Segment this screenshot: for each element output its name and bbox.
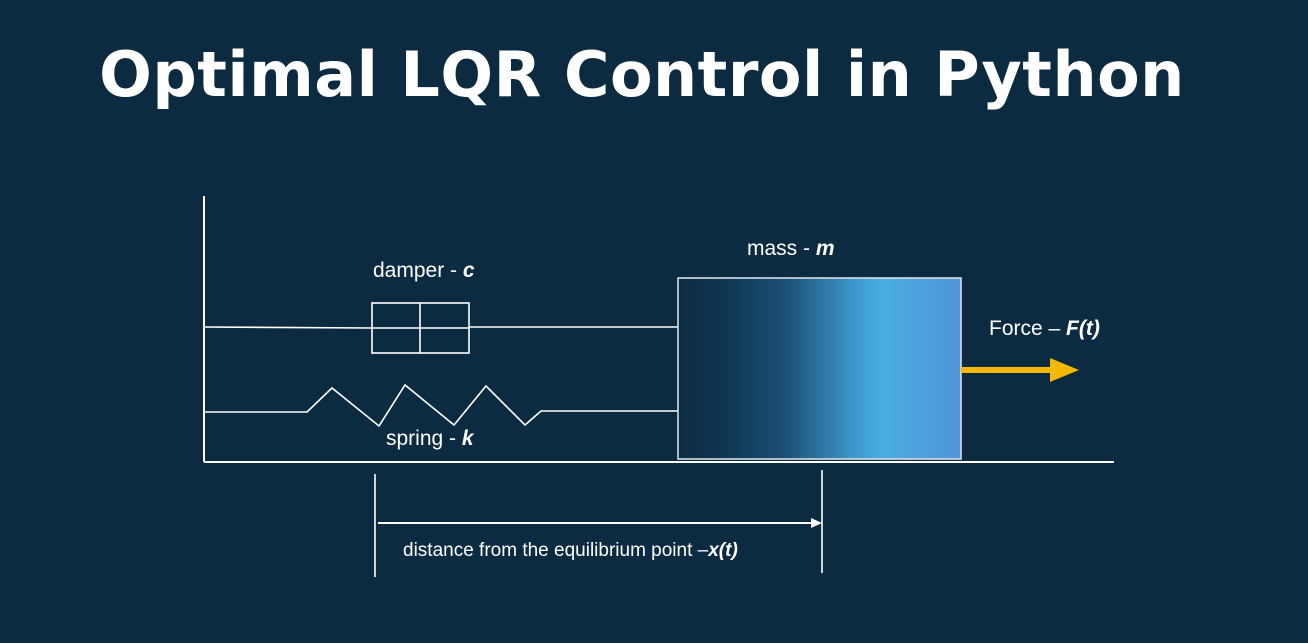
damper [203,302,678,354]
spring-label: spring - k [386,427,474,450]
mass-block [677,277,962,460]
spring [204,383,678,428]
mass-label: mass - m [747,237,835,260]
distance-arrow [378,518,822,528]
force-label: Force – F(t) [989,317,1100,340]
distance-label: distance from the equilibrium point –x(t… [403,540,738,561]
page-title: Optimal LQR Control in Python [99,38,1185,111]
force-arrow [961,358,1079,382]
damper-label: damper - c [373,259,475,282]
